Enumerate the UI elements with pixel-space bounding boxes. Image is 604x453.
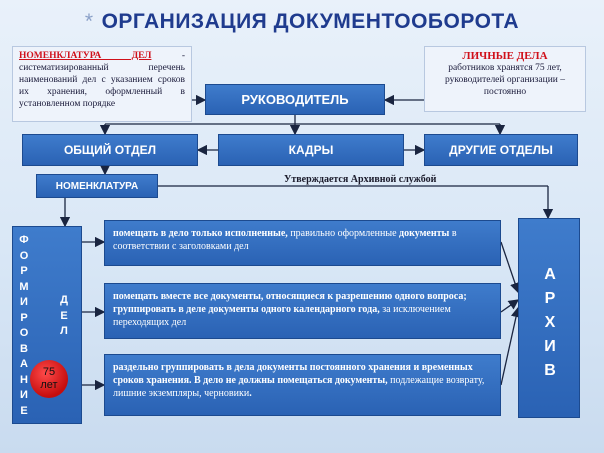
- forming-letter: М: [19, 280, 29, 293]
- archive-letter: И: [544, 338, 556, 355]
- note-right-body: работников хранятся 75 лет, руководителе…: [445, 63, 565, 97]
- rule-2-bold: помещать вместе все документы, относящие…: [113, 291, 467, 315]
- archive-letter: Р: [544, 290, 556, 307]
- badge-number: 75: [42, 366, 56, 378]
- box-nomenclature: НОМЕНКЛАТУРА: [36, 174, 158, 198]
- star-icon: *: [84, 10, 94, 33]
- rule-box-2: помещать вместе все документы, относящие…: [104, 283, 501, 339]
- box-director: РУКОВОДИТЕЛЬ: [205, 84, 385, 115]
- forming-letter: Е: [20, 404, 28, 417]
- forming-letter: Н: [20, 373, 28, 386]
- rule-3-rest2: подлежащие возврату, лишние экземпляры, …: [113, 375, 485, 399]
- box-hr: КАДРЫ: [218, 134, 404, 166]
- forming-letter: В: [20, 342, 28, 355]
- rule-1-rest: правильно оформленные: [287, 228, 397, 239]
- title-text: ОРГАНИЗАЦИЯ ДОКУМЕНТООБОРОТА: [101, 10, 520, 33]
- forming-letter: О: [19, 249, 29, 262]
- forming-letter: И: [20, 389, 28, 401]
- files-letter: Е: [60, 309, 68, 322]
- rule-3-bold2: В дело не должны помещаться документы,: [191, 375, 388, 386]
- box-general-department: ОБЩИЙ ОТДЕЛ: [22, 134, 198, 166]
- badge-unit: лет: [40, 379, 58, 391]
- rule-3-bold: раздельно группировать в дела документы …: [113, 362, 473, 386]
- note-left-dash: -: [151, 51, 185, 61]
- forming-letter: О: [19, 327, 29, 339]
- badge-75-years: 75 лет: [30, 360, 68, 398]
- rule-1-bold: помещать в дело только исполненные,: [113, 228, 288, 239]
- note-right-head: ЛИЧНЫЕ ДЕЛА: [462, 50, 548, 62]
- forming-letter: Р: [20, 311, 28, 324]
- rule-1-bold2: документы: [396, 228, 450, 239]
- box-other-departments: ДРУГИЕ ОТДЕЛЫ: [424, 134, 578, 166]
- forming-letter: И: [20, 296, 28, 308]
- rule-1-rest2: в соответствии с заголовками дел: [113, 228, 457, 252]
- forming-letter: Ф: [19, 234, 29, 246]
- note-nomenclature-definition: НОМЕНКЛАТУРА ДЕЛ - систематизированный п…: [12, 46, 192, 122]
- rule-3-tail: .: [249, 388, 252, 399]
- forming-letter: А: [20, 358, 28, 370]
- archive-letter: А: [544, 266, 556, 283]
- page-title: * ОРГАНИЗАЦИЯ ДОКУМЕНТООБОРОТА: [0, 10, 604, 34]
- note-left-head: НОМЕНКЛАТУРА ДЕЛ: [19, 51, 152, 61]
- archive-letter: Х: [544, 314, 556, 331]
- rule-box-3: раздельно группировать в дела документы …: [104, 354, 501, 416]
- note-left-body: систематизированный перечень наименовани…: [19, 63, 185, 109]
- rule-2-rest: за исключением переходящих дел: [113, 304, 451, 328]
- files-letter: Д: [60, 294, 68, 306]
- note-personal-files: ЛИЧНЫЕ ДЕЛА работников хранятся 75 лет, …: [424, 46, 586, 112]
- archive-letter: В: [544, 362, 556, 379]
- approval-note: Утверждается Архивной службой: [284, 174, 437, 185]
- rule-box-1: помещать в дело только исполненные, прав…: [104, 220, 501, 266]
- forming-letter: Р: [20, 265, 28, 277]
- files-letter: Л: [60, 325, 68, 337]
